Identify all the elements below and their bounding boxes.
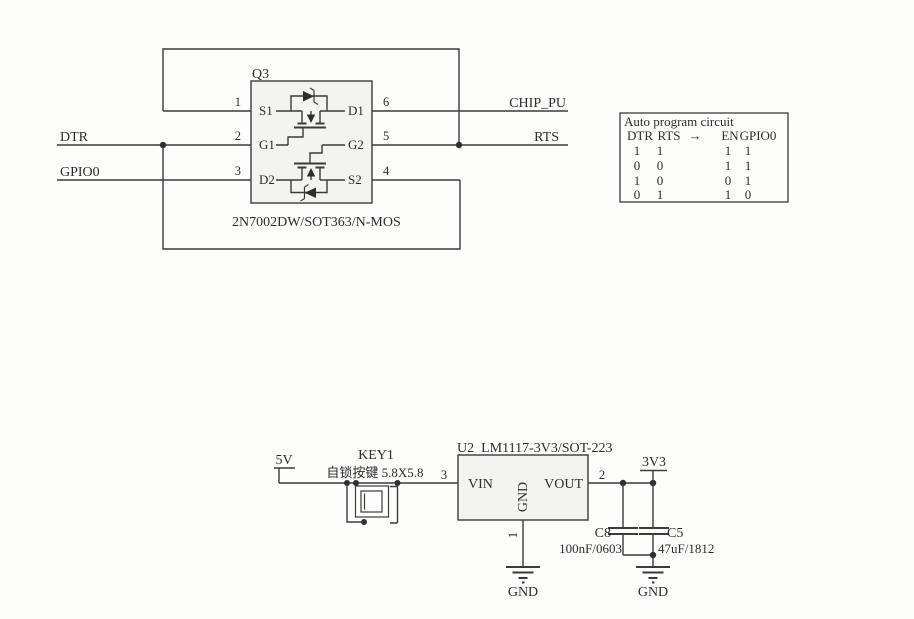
cell: 1 <box>745 158 752 173</box>
pin-name-s2: S2 <box>348 172 362 187</box>
junction-dot <box>649 551 657 559</box>
u2-regulator-body <box>457 454 589 521</box>
cell: 0 <box>634 158 641 173</box>
c8-refdes: C8 <box>595 526 611 541</box>
power-circuit: 5V KEY1 自锁按键 5.8X5.8 3 U2 LM1117-3V3/SOT… <box>274 441 714 600</box>
key1-body-inner <box>360 490 383 513</box>
pin-number-1: 1 <box>235 95 241 109</box>
truth-table-row: 0 0 1 1 <box>634 158 752 173</box>
cell: 1 <box>634 143 641 158</box>
truth-table: Auto program circuit DTR RTS → EN GPIO0 … <box>619 112 789 203</box>
c5-refdes: C5 <box>667 526 683 541</box>
cell: 1 <box>745 143 752 158</box>
capacitor-c5-symbol <box>639 483 669 567</box>
pin-name-g1: G1 <box>259 137 275 152</box>
cell: 0 <box>657 173 664 188</box>
truth-table-title: Auto program circuit <box>624 114 734 129</box>
zener-diode-top-cathode <box>309 87 319 106</box>
cell: 0 <box>634 187 641 202</box>
zener-diode-top <box>303 91 314 102</box>
c8-leads <box>622 483 653 556</box>
truth-table-header-arrow: → <box>689 128 702 143</box>
ground-bars <box>506 566 540 584</box>
wire-dtr-s2-loop <box>162 145 461 250</box>
truth-table-header-gpio0: GPIO0 <box>740 128 777 143</box>
mosfet-bottom-symbol <box>276 144 345 202</box>
u2-label: U2 LM1117-3V3/SOT-223 <box>457 441 613 456</box>
c8-value: 100nF/0603 <box>559 541 622 556</box>
pin-number-5: 5 <box>383 129 389 143</box>
truth-table-row: 0 1 1 0 <box>634 187 752 202</box>
gnd-label-1: GND <box>508 585 538 600</box>
net-label-dtr: DTR <box>60 130 89 145</box>
mosfet-top-symbol <box>276 87 345 146</box>
truth-table-header-dtr: DTR <box>627 128 653 143</box>
junction-dot <box>159 141 167 149</box>
q3-circuit: Q3 2N7002DW/SOT363/N-MOS DTR GPIO0 CHIP_… <box>57 48 568 250</box>
q3-part-number: 2N7002DW/SOT363/N-MOS <box>232 215 401 230</box>
cell: 1 <box>725 187 732 202</box>
pin-name-d1: D1 <box>348 103 364 118</box>
net-label-gpio0: GPIO0 <box>60 165 100 180</box>
zener-diode-bottom <box>304 187 316 198</box>
truth-table-header-rts: RTS <box>657 128 680 143</box>
q3-chip-body <box>250 80 373 204</box>
key1-left-bracket <box>346 483 364 523</box>
mosfet-top-body-arrow <box>306 114 316 123</box>
net-label-5v: 5V <box>275 453 292 468</box>
pin-number-6: 6 <box>383 95 389 109</box>
pin-name-s1: S1 <box>259 103 273 118</box>
cell: 0 <box>657 158 664 173</box>
net-label-chip-pu: CHIP_PU <box>509 96 566 111</box>
key1-right-bracket <box>390 483 399 524</box>
u2-pin-name-vin: VIN <box>468 477 493 492</box>
key1-refdes: KEY1 <box>358 448 394 463</box>
cell: 1 <box>725 143 732 158</box>
pin-number-3: 3 <box>235 164 241 178</box>
pin-number-4: 4 <box>383 164 390 178</box>
c5-plates <box>639 527 669 535</box>
u2-pin-name-vout: VOUT <box>544 477 583 492</box>
u2-pin-number-gnd: 1 <box>506 532 520 538</box>
net-label-rts: RTS <box>534 130 559 145</box>
mosfet-bottom-body-arrow <box>306 168 316 177</box>
power-flag-3v3 <box>640 469 667 483</box>
u2-pin-number-vout: 2 <box>599 468 605 482</box>
pin-name-g2: G2 <box>348 137 364 152</box>
pin-name-d2: D2 <box>259 172 275 187</box>
cell: 1 <box>725 158 732 173</box>
cell: 1 <box>745 173 752 188</box>
cell: 1 <box>657 187 664 202</box>
junction-dot <box>353 480 359 486</box>
q3-refdes: Q3 <box>252 67 269 82</box>
gnd-label-2: GND <box>638 585 668 600</box>
c5-value: 47uF/1812 <box>658 541 714 556</box>
wire-s1-feedback-loop <box>162 48 460 145</box>
cell: 1 <box>657 143 664 158</box>
cell: 0 <box>745 187 752 202</box>
key1-description: 自锁按键 5.8X5.8 <box>326 465 423 480</box>
u2-pin-name-gnd: GND <box>516 482 531 512</box>
key1-body-outer <box>354 485 390 518</box>
junction-dot <box>455 141 463 149</box>
zener-diode-bottom-cathode <box>300 183 309 202</box>
c8-plates <box>608 527 638 535</box>
u2-pin-number-vin: 3 <box>441 468 447 482</box>
truth-table-header-en: EN <box>721 128 739 143</box>
ground-symbol <box>506 566 540 584</box>
truth-table-row: 1 1 1 1 <box>634 143 752 158</box>
cell: 1 <box>634 173 641 188</box>
cell: 0 <box>725 173 732 188</box>
ground-symbol <box>636 566 670 584</box>
capacitor-c8-symbol <box>608 483 653 556</box>
net-label-3v3: 3V3 <box>642 455 666 470</box>
truth-table-border <box>619 112 789 203</box>
ground-bars <box>636 566 670 584</box>
pin-number-2: 2 <box>235 129 241 143</box>
truth-table-row: 1 0 0 1 <box>634 173 752 188</box>
key1-button-symbol <box>344 480 401 525</box>
power-flag-5v <box>274 467 295 483</box>
